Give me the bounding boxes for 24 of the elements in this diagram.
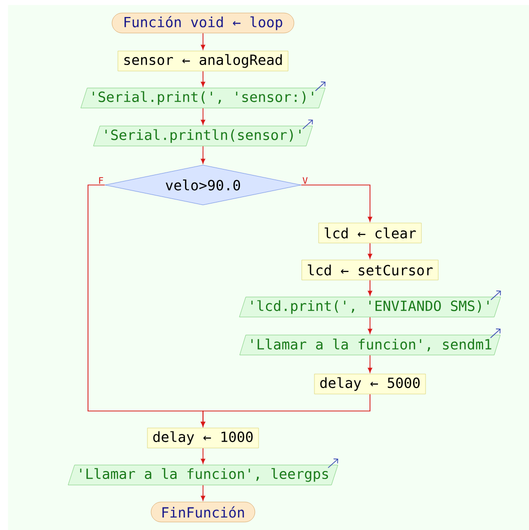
arrow: [368, 280, 372, 296]
io-parallelogram: 'lcd.print(', 'ENVIANDO SMS)': [239, 296, 501, 318]
arrow: [200, 108, 206, 125]
arrow: [368, 316, 372, 334]
arrow: [300, 184, 372, 222]
io-parallelogram: 'Serial.println(sensor)': [93, 126, 313, 146]
edge-label: F: [99, 177, 104, 184]
io-parallelogram: 'Llamar a la funcion', sendm1: [240, 334, 500, 356]
arrow: [368, 242, 372, 259]
process-box: lcd ← clear: [318, 222, 422, 244]
arrow: [88, 184, 206, 427]
process-box: lcd ← setCursor: [302, 260, 438, 280]
edge-label: V: [302, 177, 308, 184]
arrow: [200, 146, 206, 164]
arrow: [200, 70, 206, 87]
process-box: sensor ← analogRead: [118, 50, 288, 72]
process-box: delay ← 1000: [147, 428, 259, 448]
io-parallelogram: 'Serial.print(', 'sensor:)': [80, 88, 326, 108]
arrow: [200, 32, 206, 50]
process-box: delay ← 5000: [314, 374, 426, 394]
arrow: [200, 448, 206, 464]
arrow: [368, 354, 372, 373]
io-parallelogram: 'Llamar a la funcion', leergps: [68, 464, 338, 486]
arrow: [200, 484, 206, 501]
